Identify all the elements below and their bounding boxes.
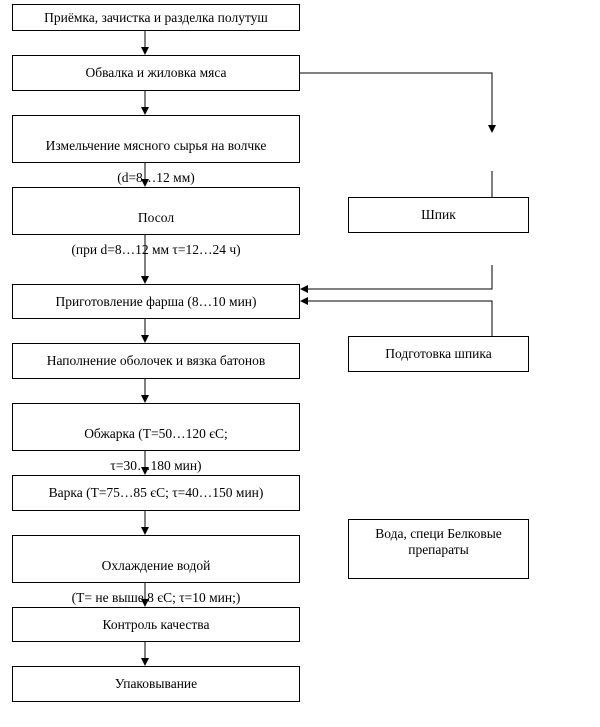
step-grinding: Измельчение мясного сырья на волчке (d=8…: [12, 115, 300, 185]
step-cooling-line1: Охлаждение водой: [101, 558, 211, 573]
step-salting-line1: Посол: [137, 210, 175, 225]
step-receiving: Приёмка, зачистка и разделка полутуш: [12, 4, 300, 31]
step-grinding-line2: (d=8…12 мм): [117, 170, 195, 185]
side-shpik-preparation: Подготовка шпика: [348, 336, 529, 372]
step-packaging: Упаковывание: [12, 666, 300, 702]
step-salting-line2: (при d=8…12 мм τ=12…24 ч): [71, 242, 241, 257]
step-grinding-line1: Измельчение мясного сырья на волчке: [45, 138, 267, 153]
arrow-s2-to-shpik: [300, 72, 496, 133]
step-stuffing: Наполнение оболочек и вязка батонов: [12, 343, 300, 379]
step-roasting-line1: Обжарка (Т=50…120 єС;: [84, 426, 228, 441]
arrow-shpik-to-s5: [300, 265, 493, 293]
step-roasting: Обжарка (Т=50…120 єС; τ=30…180 мин): [12, 403, 300, 473]
step-roasting-line2: τ=30…180 мин): [110, 458, 202, 473]
step-boiling: Варка (Т=75…85 єС; τ=40…150 мин): [12, 475, 300, 511]
side-shpik: Шпик: [348, 197, 529, 233]
step-salting: Посол (при d=8…12 мм τ=12…24 ч): [12, 187, 300, 257]
step-cooling: Охлаждение водой (Т= не выше 8 єС; τ=10 …: [12, 535, 300, 605]
arrow-podgotovka-to-s5: [300, 297, 493, 336]
step-cooling-line2: (Т= не выше 8 єС; τ=10 мин;): [71, 590, 241, 605]
step-quality-control: Контроль качества: [12, 607, 300, 642]
step-mince-prep: Приготовление фарша (8…10 мин): [12, 284, 300, 319]
step-deboning: Обвалка и жиловка мяса: [12, 55, 300, 91]
side-water-spices: Вода, специ Белковые препараты: [348, 519, 529, 579]
